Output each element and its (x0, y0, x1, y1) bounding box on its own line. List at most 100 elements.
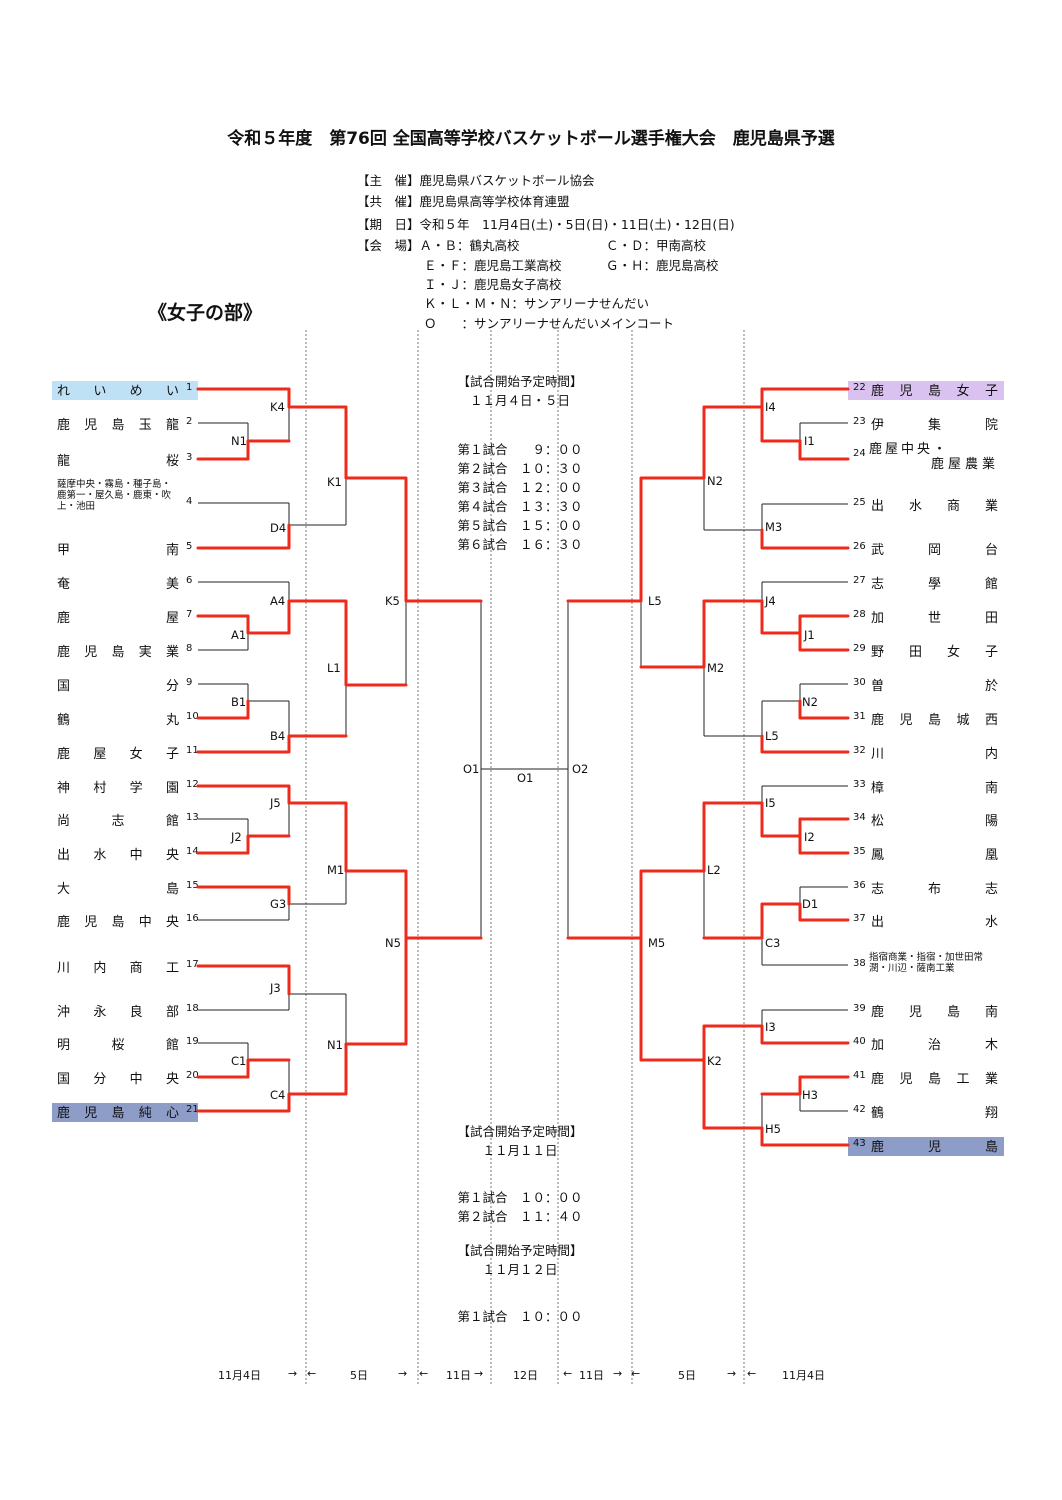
match-code-m5: M5 (648, 936, 666, 950)
team-name: 加治木 (871, 1038, 998, 1053)
match-code-j5: J5 (270, 796, 281, 810)
team-number: 13 (186, 812, 199, 823)
team-name: 国分中央 (57, 1072, 179, 1087)
match-code-a1: A1 (231, 628, 247, 642)
winner-path-28 (639, 599, 850, 669)
match-code-j1: J1 (804, 628, 815, 642)
match-code-k5: K5 (385, 594, 400, 608)
winner-path-41 (760, 1075, 850, 1096)
schedule-item: 第４試合 １３：３０ (457, 499, 583, 514)
match-code-o2: O2 (572, 762, 589, 776)
team-name: 松陽 (871, 814, 998, 829)
info-venue-ij: Ｉ・Ｊ：鹿児島女子高校 (424, 277, 562, 292)
arrow-right-icon: → (613, 1367, 623, 1380)
team-name: 鹿児島女子 (871, 384, 998, 399)
winner-path-35 (798, 834, 850, 855)
winner-path-26 (760, 528, 850, 550)
team-number: 37 (853, 913, 866, 924)
winner-path-43 (702, 1058, 850, 1147)
team-number: 28 (853, 609, 866, 620)
winner-path-31 (798, 699, 850, 720)
match-code-i4: I4 (765, 400, 776, 414)
team-name: 川内 (871, 747, 998, 762)
arrow-left-icon: ← (563, 1367, 573, 1380)
match-code-a4: A4 (270, 594, 286, 608)
team-number: 7 (186, 609, 193, 620)
match-code-n2b: N2 (802, 695, 818, 709)
match-code-n1b: N1 (327, 1038, 343, 1052)
team-name: 鹿屋中央・鹿屋農業 (869, 442, 999, 472)
match-code-k1: K1 (327, 475, 342, 489)
team-name: 曽於 (871, 679, 998, 694)
match-code-o1c: O1 (517, 771, 534, 785)
match-code-c1: C1 (231, 1054, 247, 1068)
match-code-l5b: L5 (765, 729, 779, 743)
team-name: 国分 (57, 679, 179, 694)
team-number: 2 (186, 416, 193, 427)
match-code-m1: M1 (327, 863, 345, 877)
schedule-header: 【試合開始予定時間】 (457, 1243, 583, 1258)
match-code-g3: G3 (270, 897, 287, 911)
match-code-m3: M3 (765, 520, 783, 534)
highlight-team-1 (52, 381, 198, 400)
team-number: 19 (186, 1036, 199, 1047)
team-name: 沖永良部 (57, 1005, 179, 1020)
section-title: 《女子の部》 (148, 302, 263, 324)
highlight-team-21 (52, 1103, 198, 1122)
day-label: 11月4日 (218, 1369, 261, 1382)
team-name: 鹿児島純心 (57, 1106, 179, 1121)
arrow-left-icon: ← (631, 1367, 641, 1380)
schedule-date: １１月１１日 (482, 1143, 558, 1158)
team-number: 38 (853, 958, 866, 969)
match-code-m2: M2 (707, 661, 725, 675)
team-name: 龍桜 (57, 454, 179, 469)
team-name: 指宿商業・指宿・加世田常潤・川辺・薩南工業 (869, 952, 984, 974)
team-name: 鹿屋 (57, 611, 179, 626)
team-name: 鹿児島工業 (871, 1072, 998, 1087)
team-name: 鹿児島中央 (57, 915, 179, 930)
team-name: 樟南 (871, 781, 998, 796)
match-code-c4: C4 (270, 1088, 286, 1102)
schedule-item: 第５試合 １５：００ (457, 518, 583, 533)
team-name: 鹿児島玉龍 (57, 418, 179, 433)
team-number: 11 (186, 745, 199, 756)
match-code-j4: J4 (765, 594, 776, 608)
winner-path-3 (196, 439, 291, 461)
schedule-item: 第１試合 ９：００ (457, 442, 583, 457)
team-number: 43 (853, 1138, 866, 1149)
winner-path-11 (196, 734, 348, 754)
team-number: 42 (853, 1104, 866, 1115)
day-label: 12日 (513, 1369, 538, 1382)
match-code-l1: L1 (327, 661, 341, 675)
team-name: 加世田 (871, 611, 998, 626)
winner-path-22b (566, 387, 764, 603)
team-name: 神村学園 (57, 781, 179, 796)
info-host: 【主 催】鹿児島県バスケットボール協会 (357, 173, 595, 188)
day-label: 5日 (350, 1369, 368, 1382)
match-code-d4: D4 (270, 521, 287, 535)
schedule-header: 【試合開始予定時間】 (457, 1124, 583, 1139)
team-number: 34 (853, 812, 866, 823)
match-code-j2: J2 (231, 830, 242, 844)
highlight-team-43 (848, 1137, 1004, 1156)
team-number: 30 (853, 677, 866, 688)
arrow-right-icon: → (727, 1367, 737, 1380)
schedule-item: 第１試合 １０：００ (457, 1309, 583, 1324)
winner-path-20 (196, 1058, 291, 1079)
team-number: 35 (853, 846, 866, 857)
team-number: 36 (853, 880, 866, 891)
match-code-i2: I2 (804, 830, 815, 844)
page-title: 令和５年度 第76回 全国高等学校バスケットボール選手権大会 鹿児島県予選 (227, 129, 835, 149)
match-code-i1: I1 (804, 434, 815, 448)
day-label: 5日 (678, 1369, 696, 1382)
arrow-right-icon: → (474, 1367, 484, 1380)
winner-path-5 (196, 523, 291, 550)
team-name: 志學館 (871, 577, 998, 592)
match-code-d1: D1 (802, 897, 819, 911)
match-code-n2a: N2 (707, 474, 723, 488)
match-code-n1a: N1 (231, 434, 247, 448)
team-number: 31 (853, 711, 866, 722)
info-dates: 【期 日】令和５年 11月4日(土)・5日(日)・11日(土)・12日(日) (357, 217, 735, 232)
team-number: 18 (186, 1003, 199, 1014)
team-number: 5 (186, 541, 193, 552)
